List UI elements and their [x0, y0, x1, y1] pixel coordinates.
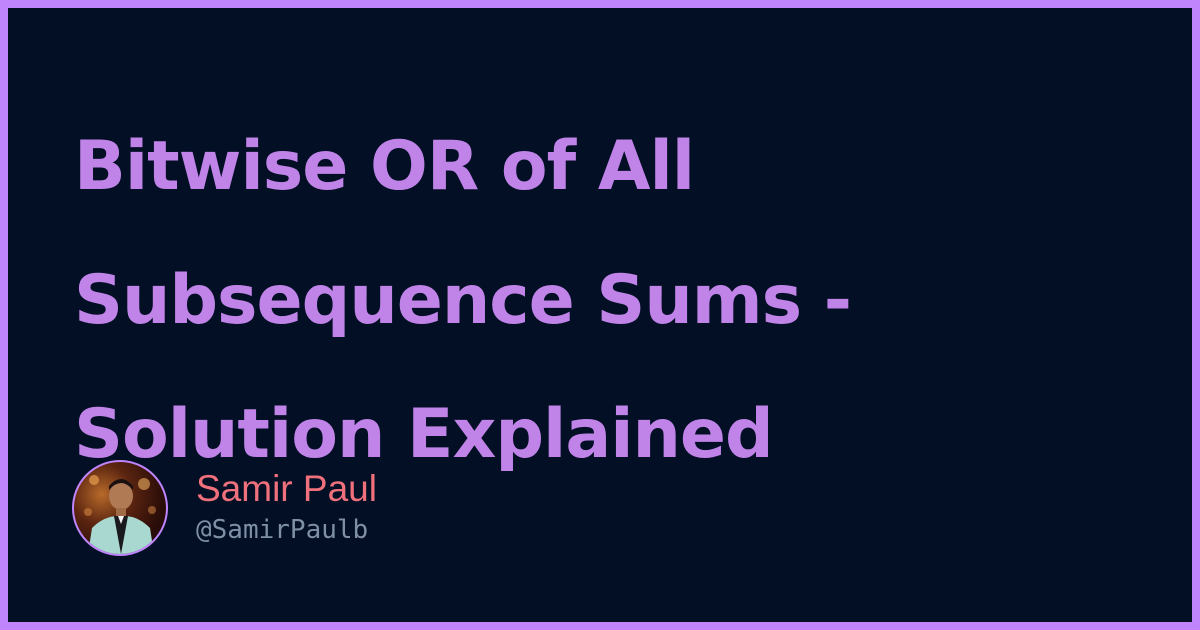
author-name: Samir Paul [196, 468, 377, 509]
author-text: Samir Paul @SamirPaulb [196, 467, 377, 549]
author-handle: @SamirPaulb [196, 515, 369, 545]
title-line-3: Solution Explained [74, 395, 774, 474]
author-block: Samir Paul @SamirPaulb [72, 458, 377, 558]
avatar [72, 460, 168, 556]
title-line-2: Subsequence Sums - [74, 261, 852, 340]
page-title: Bitwise OR of All Subsequence Sums - Sol… [74, 100, 1144, 502]
title-line-1: Bitwise OR of All [74, 127, 695, 206]
avatar-portrait-icon [84, 475, 156, 554]
